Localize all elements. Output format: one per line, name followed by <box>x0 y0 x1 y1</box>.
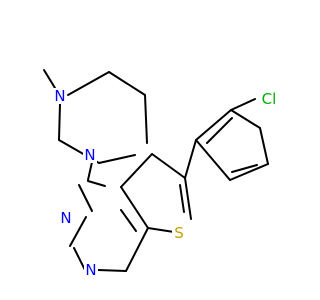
bond-pyrimidine <box>120 186 149 229</box>
bond-piperazine <box>58 103 61 141</box>
bond-phenyl <box>195 139 231 181</box>
bond-piperazine <box>67 71 110 96</box>
atom-background <box>83 147 97 163</box>
bond-pyrimidine <box>120 209 137 232</box>
bond-pyrimidine <box>69 216 87 247</box>
bond-phenyl <box>230 109 261 129</box>
atom-label-n-piperazine-aryl: N <box>84 146 95 164</box>
atom-background <box>84 262 98 278</box>
bond-thiophene <box>179 184 185 213</box>
atom-label-n-pyrimidine-1: N <box>85 261 96 279</box>
atom-label-n-methyl-piperazine: N <box>54 87 65 105</box>
bond-phenyl <box>259 127 269 165</box>
bond-chloro <box>230 98 256 111</box>
bond-piperazine <box>108 71 146 96</box>
bond-phenyl <box>195 109 232 141</box>
bond-phenyl <box>231 164 258 173</box>
bond-thiophene-phenyl <box>184 139 197 179</box>
bond-phenyl <box>206 117 233 144</box>
bond-pyrimidine <box>125 227 149 272</box>
molecule-structure-diagram: N N N N S Cl <box>43 69 280 279</box>
bond-thiophene <box>151 153 186 179</box>
atom-labels: N N N N S Cl <box>53 87 280 279</box>
atom-background <box>53 88 67 104</box>
bond-pyrimidine <box>78 184 93 212</box>
bond-methyl <box>43 69 56 89</box>
atom-background <box>258 91 280 107</box>
atom-background <box>172 225 186 241</box>
bond-thiophene <box>120 153 153 188</box>
bond-piperazine <box>98 154 136 164</box>
atom-label-n-pyrimidine-3: N <box>60 209 71 227</box>
bond-pyrimidine <box>97 269 127 272</box>
bond-thiophene <box>147 227 175 233</box>
bond-n-c4 <box>87 161 93 181</box>
atom-background <box>59 210 73 226</box>
bond-pyrimidine <box>87 180 106 187</box>
bond-piperazine <box>144 94 148 144</box>
bond-thiophene <box>184 177 192 220</box>
bond-pyrimidine <box>73 247 86 271</box>
bond-phenyl <box>229 163 269 181</box>
bond-lines <box>43 69 269 272</box>
atom-label-cl-substituent: Cl <box>262 90 277 108</box>
atom-label-s-thiophene: S <box>174 224 184 242</box>
